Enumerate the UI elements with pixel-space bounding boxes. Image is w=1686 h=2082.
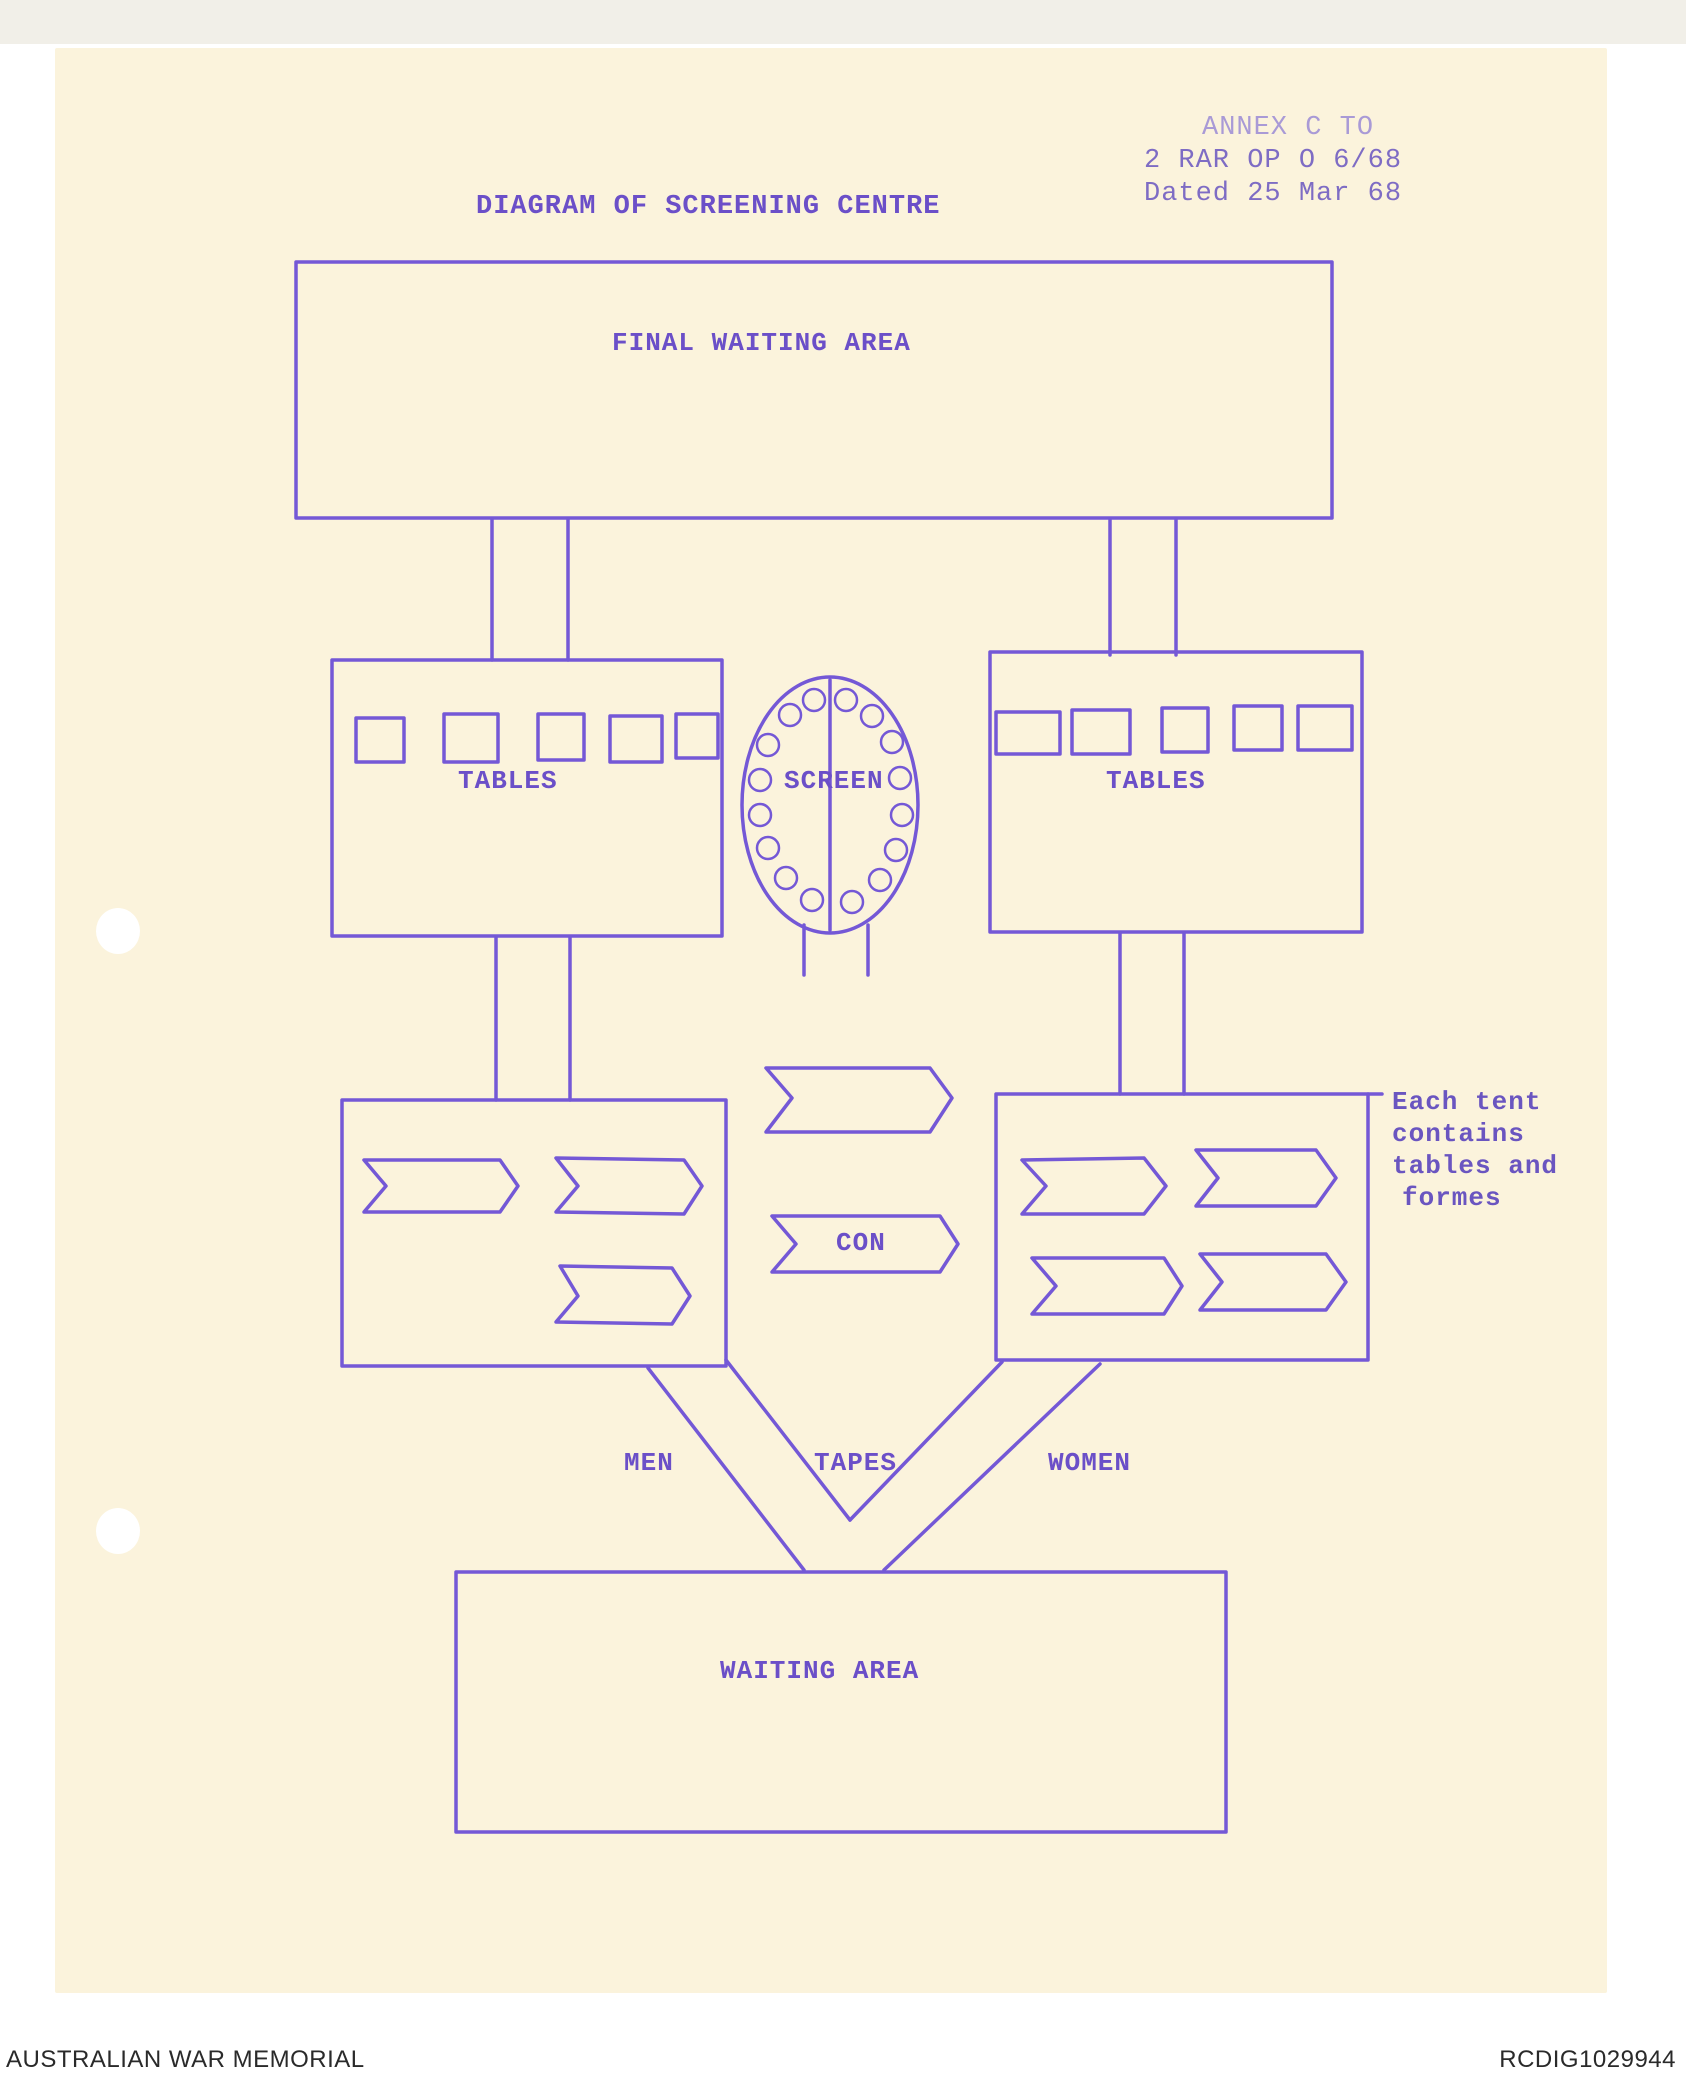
final-waiting-area-label: FINAL WAITING AREA xyxy=(612,328,911,358)
waiting-area-box xyxy=(454,1570,1228,1834)
women-label: WOMEN xyxy=(1048,1448,1132,1478)
right-table-squares xyxy=(994,704,1354,756)
left-con-tent xyxy=(340,1098,728,1368)
connector-final-to-left-tables xyxy=(490,518,570,662)
left-con-formes xyxy=(362,1156,704,1326)
footer-right: RCDIG1029944 xyxy=(1499,2046,1676,2073)
right-con-tent xyxy=(994,1092,1370,1362)
right-con-formes xyxy=(1020,1148,1348,1316)
final-waiting-area-box xyxy=(294,260,1334,520)
annex-reference: ANNEX C TO 2 RAR OP O 6/68 Dated 25 Mar … xyxy=(1144,112,1402,211)
right-tables-tent xyxy=(988,650,1364,934)
connector-right-tables-to-right-con xyxy=(1118,932,1186,1096)
men-label: MEN xyxy=(624,1448,674,1478)
punch-hole-lower xyxy=(96,1508,140,1554)
footer-left: AUSTRALIAN WAR MEMORIAL xyxy=(6,2046,365,2073)
annex-line-3: Dated 25 Mar 68 xyxy=(1144,179,1403,209)
tapes-label: TAPES xyxy=(814,1448,898,1478)
con-label: CON xyxy=(836,1228,886,1258)
right-tables-label: TABLES xyxy=(1106,766,1206,796)
screen-label: SCREEN xyxy=(784,766,884,796)
waiting-area-label: WAITING AREA xyxy=(720,1656,920,1686)
left-tables-label: TABLES xyxy=(458,766,558,796)
left-tables-tent xyxy=(330,658,724,938)
left-table-squares xyxy=(354,712,720,764)
tent-note-line-4: formes xyxy=(1402,1183,1502,1213)
paper-sheet xyxy=(55,48,1607,1993)
page-title: DIAGRAM OF SCREENING CENTRE xyxy=(476,192,941,222)
scan-top-strip xyxy=(0,0,1686,44)
annex-line-2: 2 RAR OP O 6/68 xyxy=(1144,146,1403,176)
punch-hole-upper xyxy=(96,908,140,954)
centre-formes xyxy=(764,1066,960,1274)
tent-note-line-3: tables and xyxy=(1392,1151,1559,1181)
connector-final-to-right-tables xyxy=(1108,518,1178,657)
tent-note: Each tent contains tables and formes xyxy=(1392,1086,1558,1214)
connector-left-tables-to-left-con xyxy=(494,936,572,1102)
annex-line-1: ANNEX C TO xyxy=(1202,113,1375,143)
tapes-lines xyxy=(646,1358,1102,1572)
tent-note-line-1: Each tent xyxy=(1392,1087,1542,1117)
tent-note-line-2: contains xyxy=(1392,1119,1525,1149)
screen-drawing xyxy=(740,675,920,977)
screen-loops xyxy=(747,687,915,915)
